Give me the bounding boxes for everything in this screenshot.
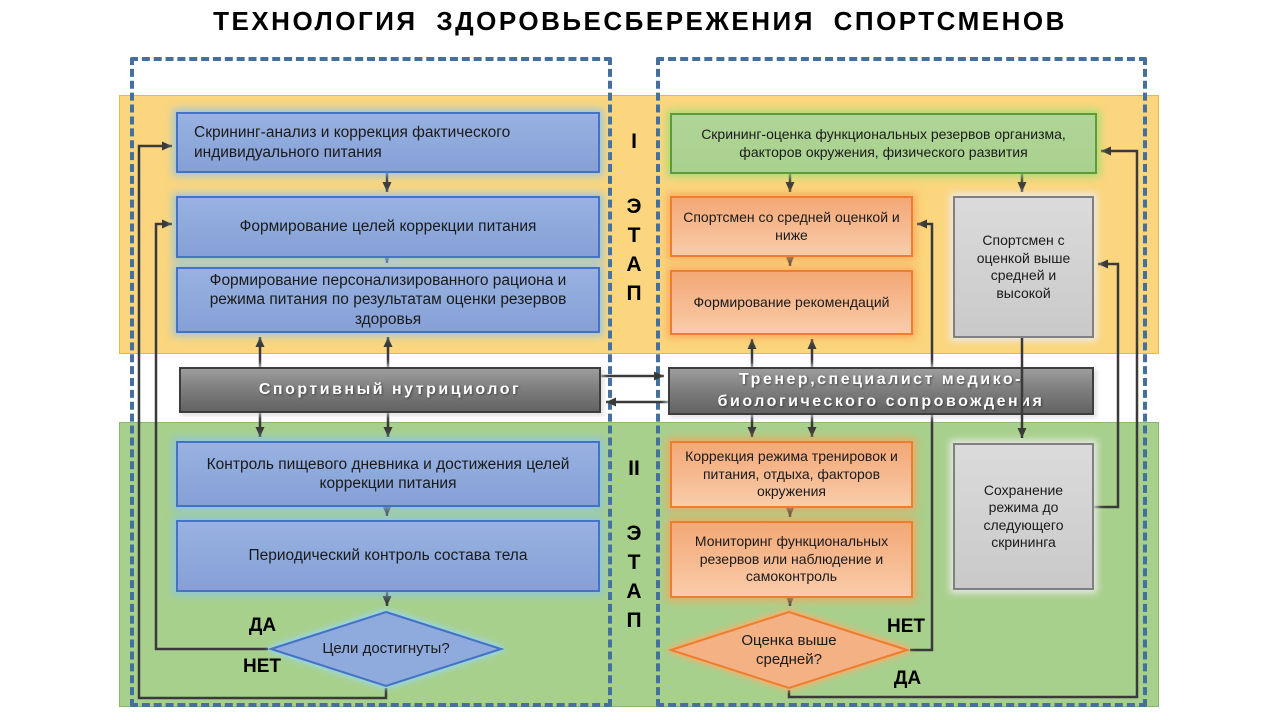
- nutrition-panel-border: [130, 57, 612, 707]
- node-screening-functional-reserves: Скрининг-оценка функциональных резервов …: [670, 113, 1097, 174]
- stage2-letter: А: [626, 580, 642, 603]
- stage1-letter: А: [626, 253, 642, 276]
- node-athlete-average-and-below: Спортсмен со средней оценкой и ниже: [670, 196, 913, 257]
- stage2-label: II Э Т А П: [619, 458, 649, 632]
- node-training-regime-correction: Коррекция режима тренировок и питания, о…: [670, 441, 913, 508]
- stage1-label: I Э Т А П: [619, 131, 649, 305]
- node-monitoring-self-control: Мониторинг функциональных резервов или н…: [670, 521, 913, 598]
- left-no-label: НЕТ: [243, 656, 281, 677]
- training-panel-border: [656, 57, 1147, 707]
- node-body-composition-control: Периодический контроль состава тела: [176, 520, 600, 592]
- node-personalized-diet: Формирование персонализированного рацион…: [176, 267, 600, 333]
- stage2-letter: П: [626, 609, 642, 632]
- left-yes-label: ДА: [248, 615, 277, 636]
- stage2-letter: Э: [626, 522, 642, 545]
- node-food-diary-control: Контроль пищевого дневника и достижения …: [176, 441, 600, 507]
- actor-trainer-line1: Тренер,специалист медико-: [739, 371, 1023, 389]
- decision-score-above-average-label: Оценка выше средней?: [741, 631, 837, 669]
- stage1-letter: I: [631, 130, 637, 153]
- actor-trainer-line2: биологического сопровождения: [717, 393, 1045, 410]
- actor-sports-nutritionist: Спортивный нутрициолог: [179, 367, 601, 413]
- node-athlete-above-average: Спортсмен с оценкой выше средней и высок…: [953, 196, 1094, 338]
- decision-score-above-average: Оценка выше средней?: [668, 610, 910, 690]
- page-title: ТЕХНОЛОГИЯ ЗДОРОВЬЕСБЕРЕЖЕНИЯ СПОРТСМЕНО…: [213, 6, 1067, 36]
- decision-goals-achieved: Цели достигнуты?: [268, 610, 504, 688]
- stage2-letter: II: [628, 457, 640, 480]
- node-keep-regime-until-next-screening: Сохранение режима до следующего скрининг…: [953, 443, 1094, 590]
- node-recommendations: Формирование рекомендаций: [670, 270, 913, 335]
- stage2-letter: Т: [627, 551, 641, 574]
- right-no-label: НЕТ: [887, 616, 925, 637]
- decision-goals-achieved-label: Цели достигнуты?: [322, 640, 450, 658]
- stage1-letter: Э: [626, 195, 642, 218]
- stage1-letter: П: [626, 282, 642, 305]
- node-screening-analysis-nutrition: Скрининг-анализ и коррекция фактического…: [176, 112, 600, 173]
- stage1-letter: Т: [627, 224, 641, 247]
- right-yes-label: ДА: [893, 668, 922, 689]
